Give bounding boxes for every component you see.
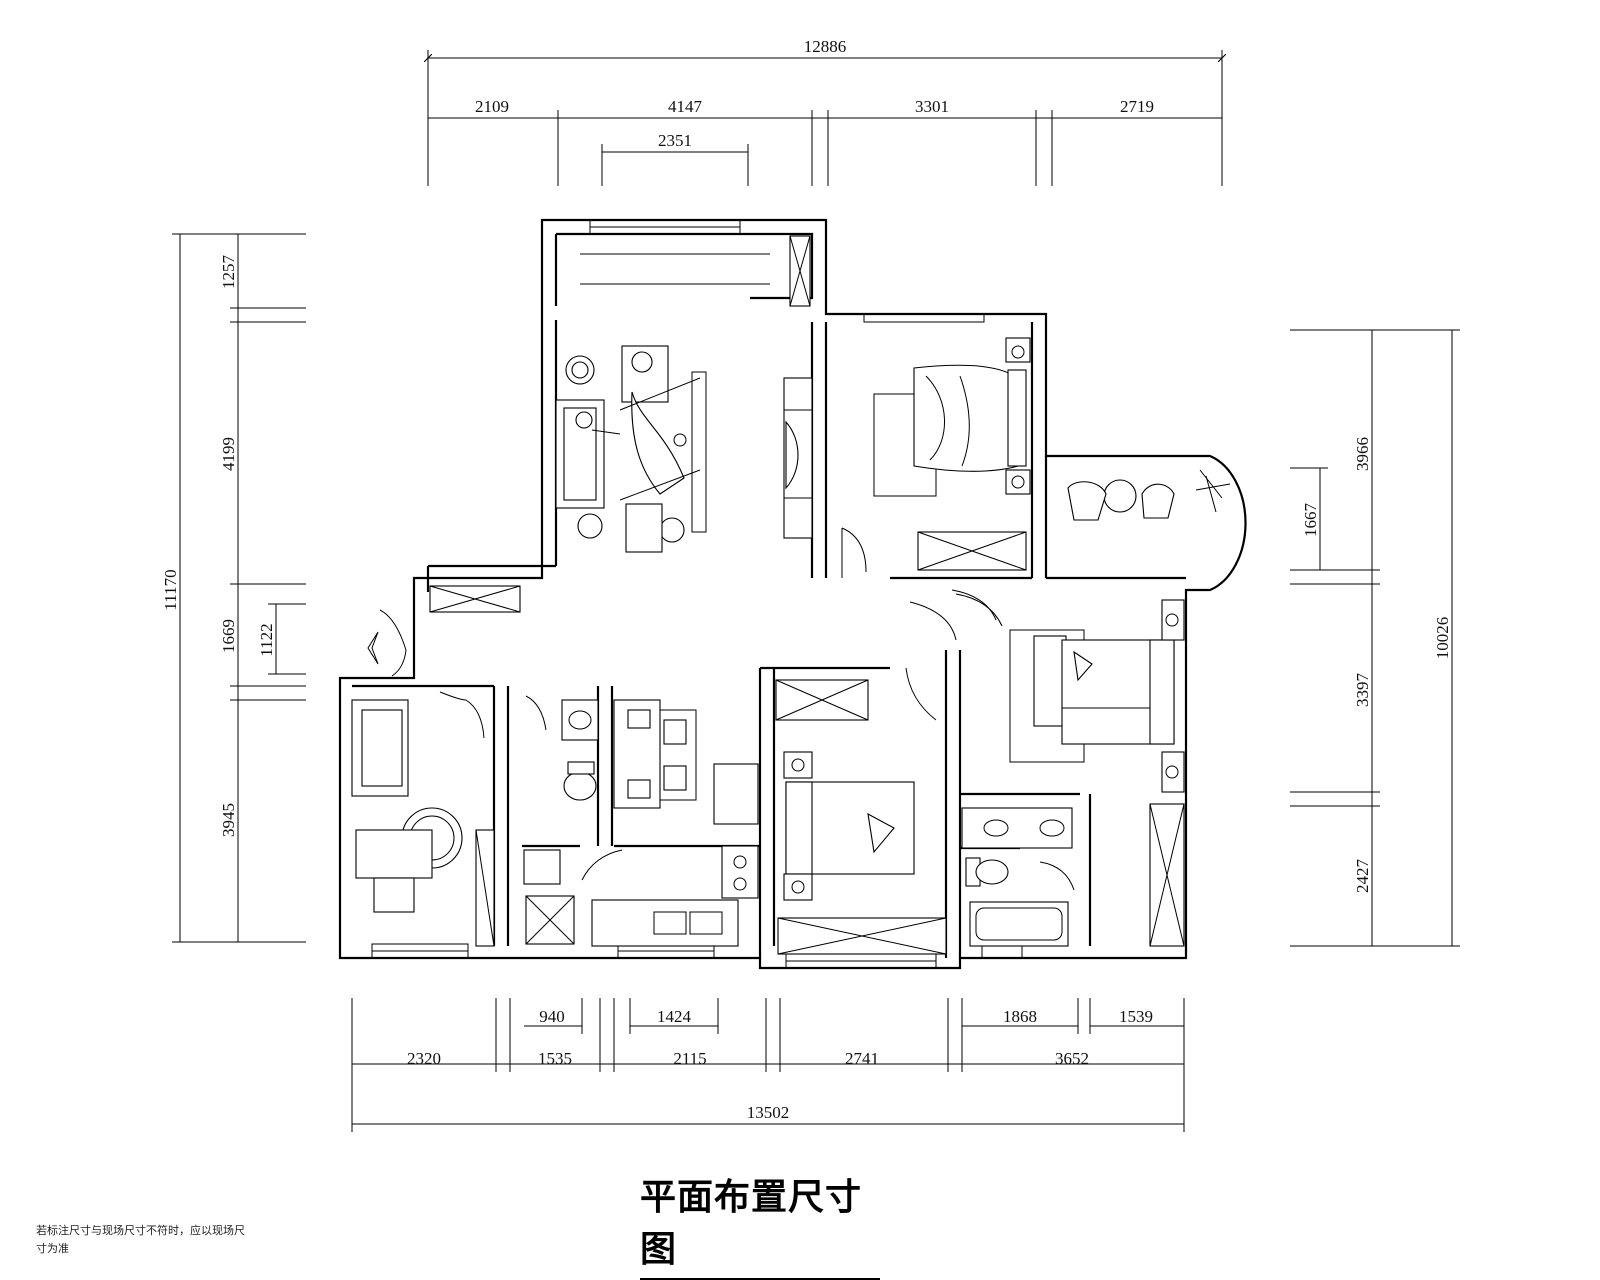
door-swings — [909, 589, 997, 641]
dim-bottom-3: 2115 — [673, 1049, 706, 1068]
master-bathroom — [961, 807, 1075, 947]
dim-right-inner: 1667 — [1301, 503, 1320, 538]
study-furniture — [351, 691, 495, 947]
dim-bottom-2: 1535 — [538, 1049, 572, 1068]
disclaimer-note: 若标注尺寸与现场尺寸不符时，应以现场尺寸为准 — [36, 1224, 245, 1255]
dim-top-3: 3301 — [915, 97, 949, 116]
dim-bottom-inner-3: 1868 — [1003, 1007, 1037, 1026]
dim-bottom-total: 13502 — [747, 1103, 790, 1122]
living-room-furniture — [555, 345, 707, 553]
master-bedroom-furniture — [841, 337, 1031, 578]
dim-bottom-inner-1: 940 — [539, 1007, 565, 1026]
dim-left-inner: 1122 — [257, 623, 276, 656]
dim-right-2: 3397 — [1353, 673, 1372, 708]
dim-top-total: 12886 — [804, 37, 847, 56]
dim-right-total: 10026 — [1433, 617, 1452, 660]
dim-top-inner: 2351 — [658, 131, 692, 150]
bedroom-3-furniture — [775, 667, 947, 955]
top-dimensions: 12886 2109 4147 3301 2719 2351 — [428, 37, 1222, 186]
balcony — [580, 235, 811, 307]
dim-left-2: 4199 — [219, 437, 238, 471]
bedroom-2-furniture — [955, 593, 1185, 947]
dim-top-4: 2719 — [1120, 97, 1154, 116]
dim-bottom-inner-4: 1539 — [1119, 1007, 1153, 1026]
drawing-title: 平面布置尺寸图 — [640, 1168, 880, 1280]
dim-left-4: 3945 — [219, 803, 238, 837]
dim-bottom-1: 2320 — [407, 1049, 441, 1068]
balcony-right — [1067, 469, 1231, 521]
dim-right-3: 2427 — [1353, 859, 1372, 894]
right-dimensions: 10026 3966 3397 2427 1667 — [1290, 329, 1460, 947]
dim-left-total: 11170 — [161, 569, 180, 610]
entry — [367, 585, 521, 677]
bottom-dimensions: 2320 1535 2115 2741 3652 13502 940 1424 … — [351, 998, 1185, 1132]
dim-bottom-5: 3652 — [1055, 1049, 1089, 1068]
dim-left-1: 1257 — [219, 255, 238, 290]
dim-bottom-4: 2741 — [845, 1049, 879, 1068]
guest-bathroom — [523, 695, 599, 945]
dim-left-3: 1669 — [219, 619, 238, 653]
tv-cabinet — [783, 377, 813, 539]
left-dimensions: 11170 1257 4199 1669 3945 1122 — [161, 233, 306, 943]
dim-bottom-inner-2: 1424 — [657, 1007, 692, 1026]
dining-kitchen — [581, 699, 759, 947]
dim-top-1: 2109 — [475, 97, 509, 116]
dim-top-2: 4147 — [668, 97, 703, 116]
dim-right-1: 3966 — [1353, 437, 1372, 471]
